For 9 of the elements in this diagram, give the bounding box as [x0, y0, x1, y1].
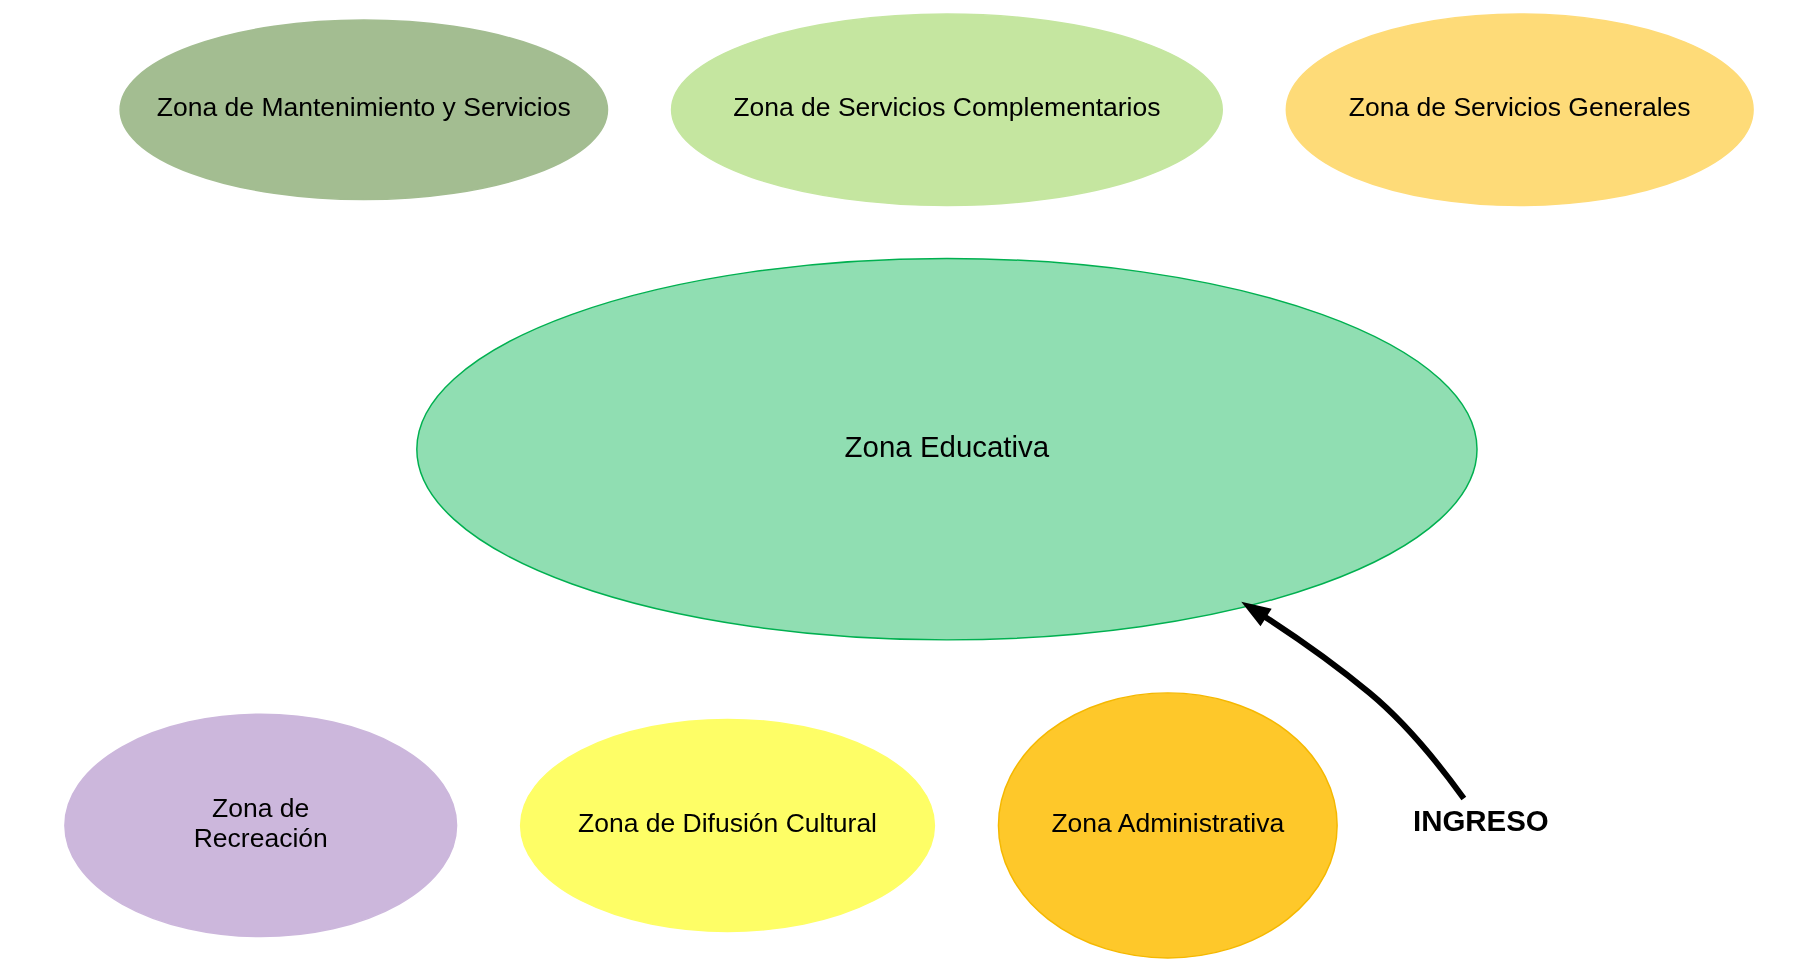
node-ellipse: Zona Administrativa	[997, 692, 1338, 959]
node-ellipse: Zona Educativa	[416, 257, 1478, 641]
node-ellipse: Zona de Difusión Cultural	[519, 718, 936, 933]
node-ellipse: Zona de Recreación	[64, 713, 458, 938]
node-text: INGRESO	[1412, 804, 1549, 838]
node-ellipse: Zona de Servicios Complementarios	[670, 13, 1223, 207]
arrow	[1241, 601, 1467, 801]
node-ellipse: Zona de Mantenimiento y Servicios	[119, 19, 609, 201]
node-ellipse: Zona de Servicios Generales	[1285, 13, 1754, 207]
